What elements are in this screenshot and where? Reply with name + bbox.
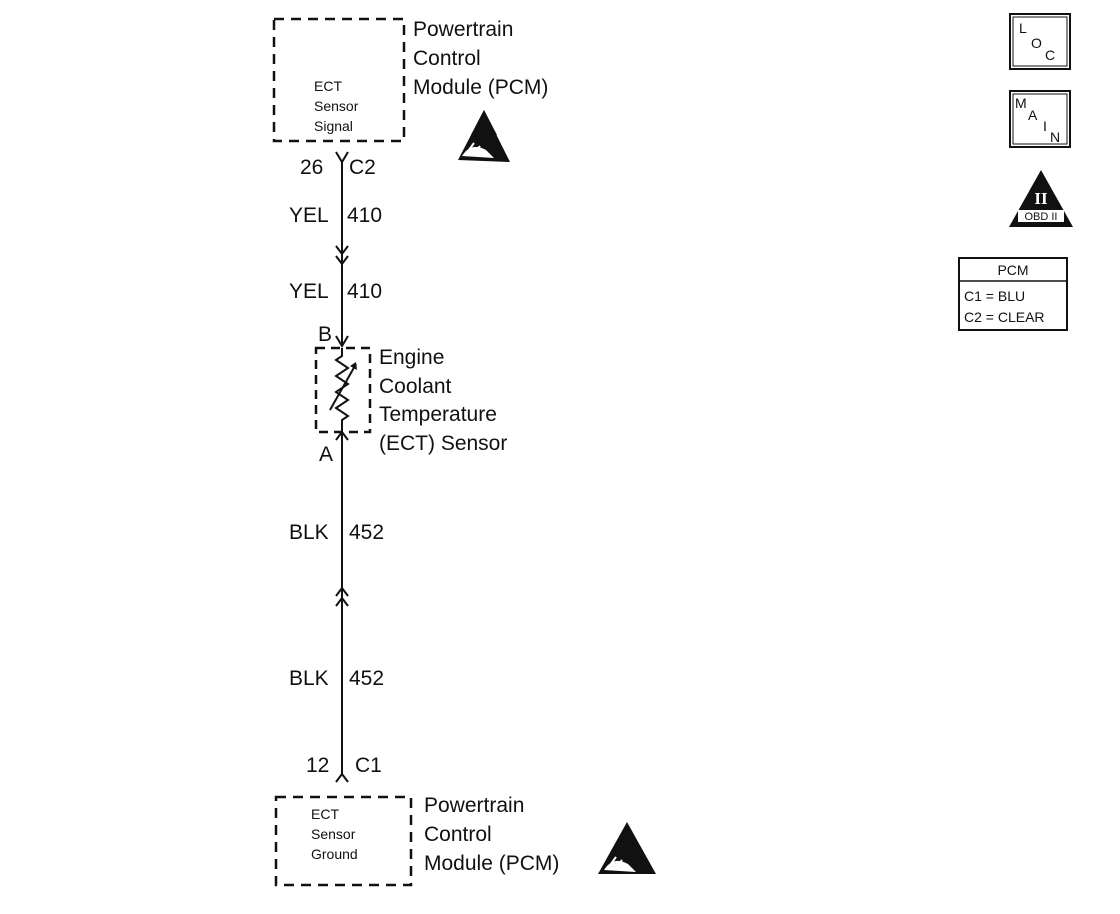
wire-2-circuit: 410	[347, 280, 382, 303]
wire-4-circuit: 452	[349, 667, 384, 690]
main-symbol: M A I N	[1009, 90, 1071, 148]
loc-letter-o: O	[1031, 35, 1042, 51]
obd-ii-icon: II OBD II	[1009, 170, 1073, 227]
bottom-pcm-title-line-1: Powertrain	[424, 794, 524, 817]
obd-text: OBD II	[1024, 211, 1057, 223]
main-letter-i: I	[1043, 118, 1047, 134]
top-pcm-connector: C2	[349, 156, 376, 179]
bottom-pcm-box-line-1: ECT	[311, 806, 339, 822]
bottom-pcm-box	[274, 795, 413, 887]
sensor-label-line-3: Temperature	[379, 403, 497, 426]
inline-connector-1	[335, 245, 349, 266]
wire-1-circuit: 410	[347, 204, 382, 227]
top-pcm-box-line-1: ECT	[314, 78, 342, 94]
obd-numeral: II	[1034, 189, 1048, 208]
esd-caution-icon	[598, 822, 656, 874]
sensor-terminal-b: B	[318, 323, 332, 346]
sensor-terminal-a: A	[319, 443, 333, 466]
sensor-label-line-2: Coolant	[379, 375, 452, 398]
loc-symbol: L O C	[1009, 13, 1071, 70]
top-pcm-title-line-1: Powertrain	[413, 18, 513, 41]
wire-4-color: BLK	[289, 667, 329, 690]
bottom-pcm-box-line-2: Sensor	[311, 826, 356, 842]
inline-connector-2	[335, 586, 349, 607]
bottom-pcm-connector: C1	[355, 754, 382, 777]
wire-3-circuit: 452	[349, 521, 384, 544]
top-pcm-title-line-2: Control	[413, 47, 481, 70]
ect-sensor: B A Engine Coolant Temperature (ECT) Sen…	[314, 323, 507, 466]
terminal-b-arrow	[335, 335, 349, 348]
bottom-pcm-title-line-2: Control	[424, 823, 492, 846]
wire-1-color: YEL	[289, 204, 329, 227]
pcm-connector-table: PCM C1 = BLU C2 = CLEAR	[958, 257, 1068, 331]
sensor-label-line-1: Engine	[379, 346, 444, 369]
sensor-label-line-4: (ECT) Sensor	[379, 432, 507, 455]
top-pcm: ECT Sensor Signal Powertrain Control Mod…	[272, 17, 548, 179]
bottom-pcm-box-line-3: Ground	[311, 846, 358, 862]
wire-2-color: YEL	[289, 280, 329, 303]
pcm-table-title: PCM	[997, 262, 1028, 278]
top-pcm-title-line-3: Module (PCM)	[413, 76, 548, 99]
top-pcm-box-line-3: Signal	[314, 118, 353, 134]
bottom-pcm-terminal	[335, 772, 349, 783]
loc-letter-c: C	[1045, 47, 1055, 63]
main-letter-m: M	[1015, 95, 1027, 111]
top-pcm-box	[272, 17, 406, 143]
top-pcm-pin: 26	[300, 156, 323, 179]
bottom-pcm-pin: 12	[306, 754, 329, 777]
wire-3-color: BLK	[289, 521, 329, 544]
bottom-pcm-title-line-3: Module (PCM)	[424, 852, 559, 875]
bottom-pcm: 12 C1 ECT Sensor Ground Powertrain Contr…	[274, 754, 656, 887]
main-letter-n: N	[1050, 129, 1060, 145]
esd-caution-icon	[458, 110, 510, 162]
loc-letter-l: L	[1019, 20, 1027, 36]
top-pcm-box-line-2: Sensor	[314, 98, 359, 114]
pcm-table-row-2: C2 = CLEAR	[964, 309, 1045, 325]
pcm-table-row-1: C1 = BLU	[964, 288, 1025, 304]
main-letter-a: A	[1028, 107, 1038, 123]
